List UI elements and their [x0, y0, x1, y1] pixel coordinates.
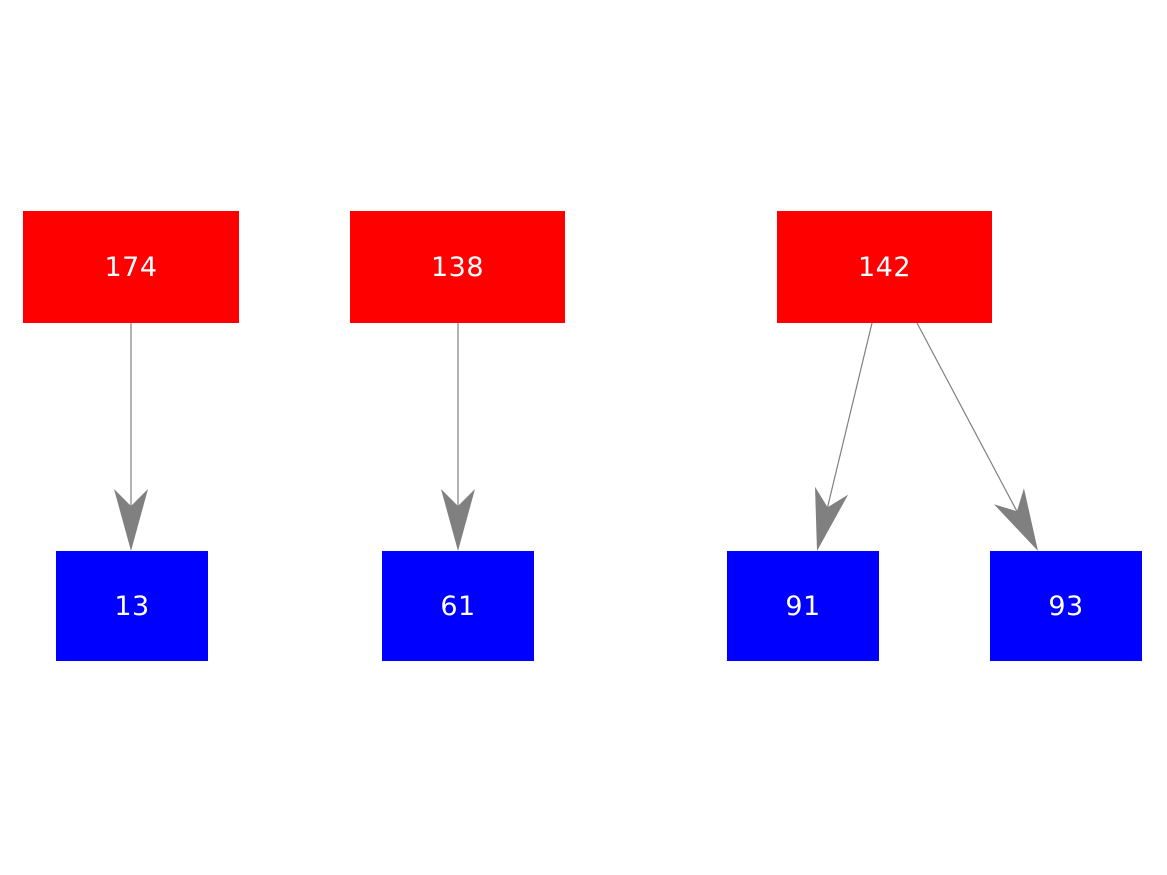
node-138[interactable]: 138 [350, 211, 565, 323]
node-label: 174 [104, 251, 158, 283]
node-13[interactable]: 13 [56, 551, 208, 661]
arrowhead-e2 [441, 489, 475, 551]
node-91[interactable]: 91 [727, 551, 879, 661]
node-174[interactable]: 174 [23, 211, 239, 323]
node-label: 93 [1048, 590, 1084, 622]
arrowhead-e4 [993, 488, 1038, 551]
node-label: 61 [440, 590, 476, 622]
edge-line-e4 [916, 322, 1022, 519]
edge-line-e3 [825, 322, 873, 516]
arrowhead-e3 [815, 486, 849, 551]
node-label: 142 [857, 251, 912, 283]
node-93[interactable]: 93 [990, 551, 1142, 661]
node-label: 13 [114, 590, 150, 622]
node-142[interactable]: 142 [777, 211, 992, 323]
node-61[interactable]: 61 [382, 551, 534, 661]
node-label: 138 [430, 251, 485, 283]
node-label: 91 [785, 590, 821, 622]
arrowhead-e1 [114, 489, 148, 551]
